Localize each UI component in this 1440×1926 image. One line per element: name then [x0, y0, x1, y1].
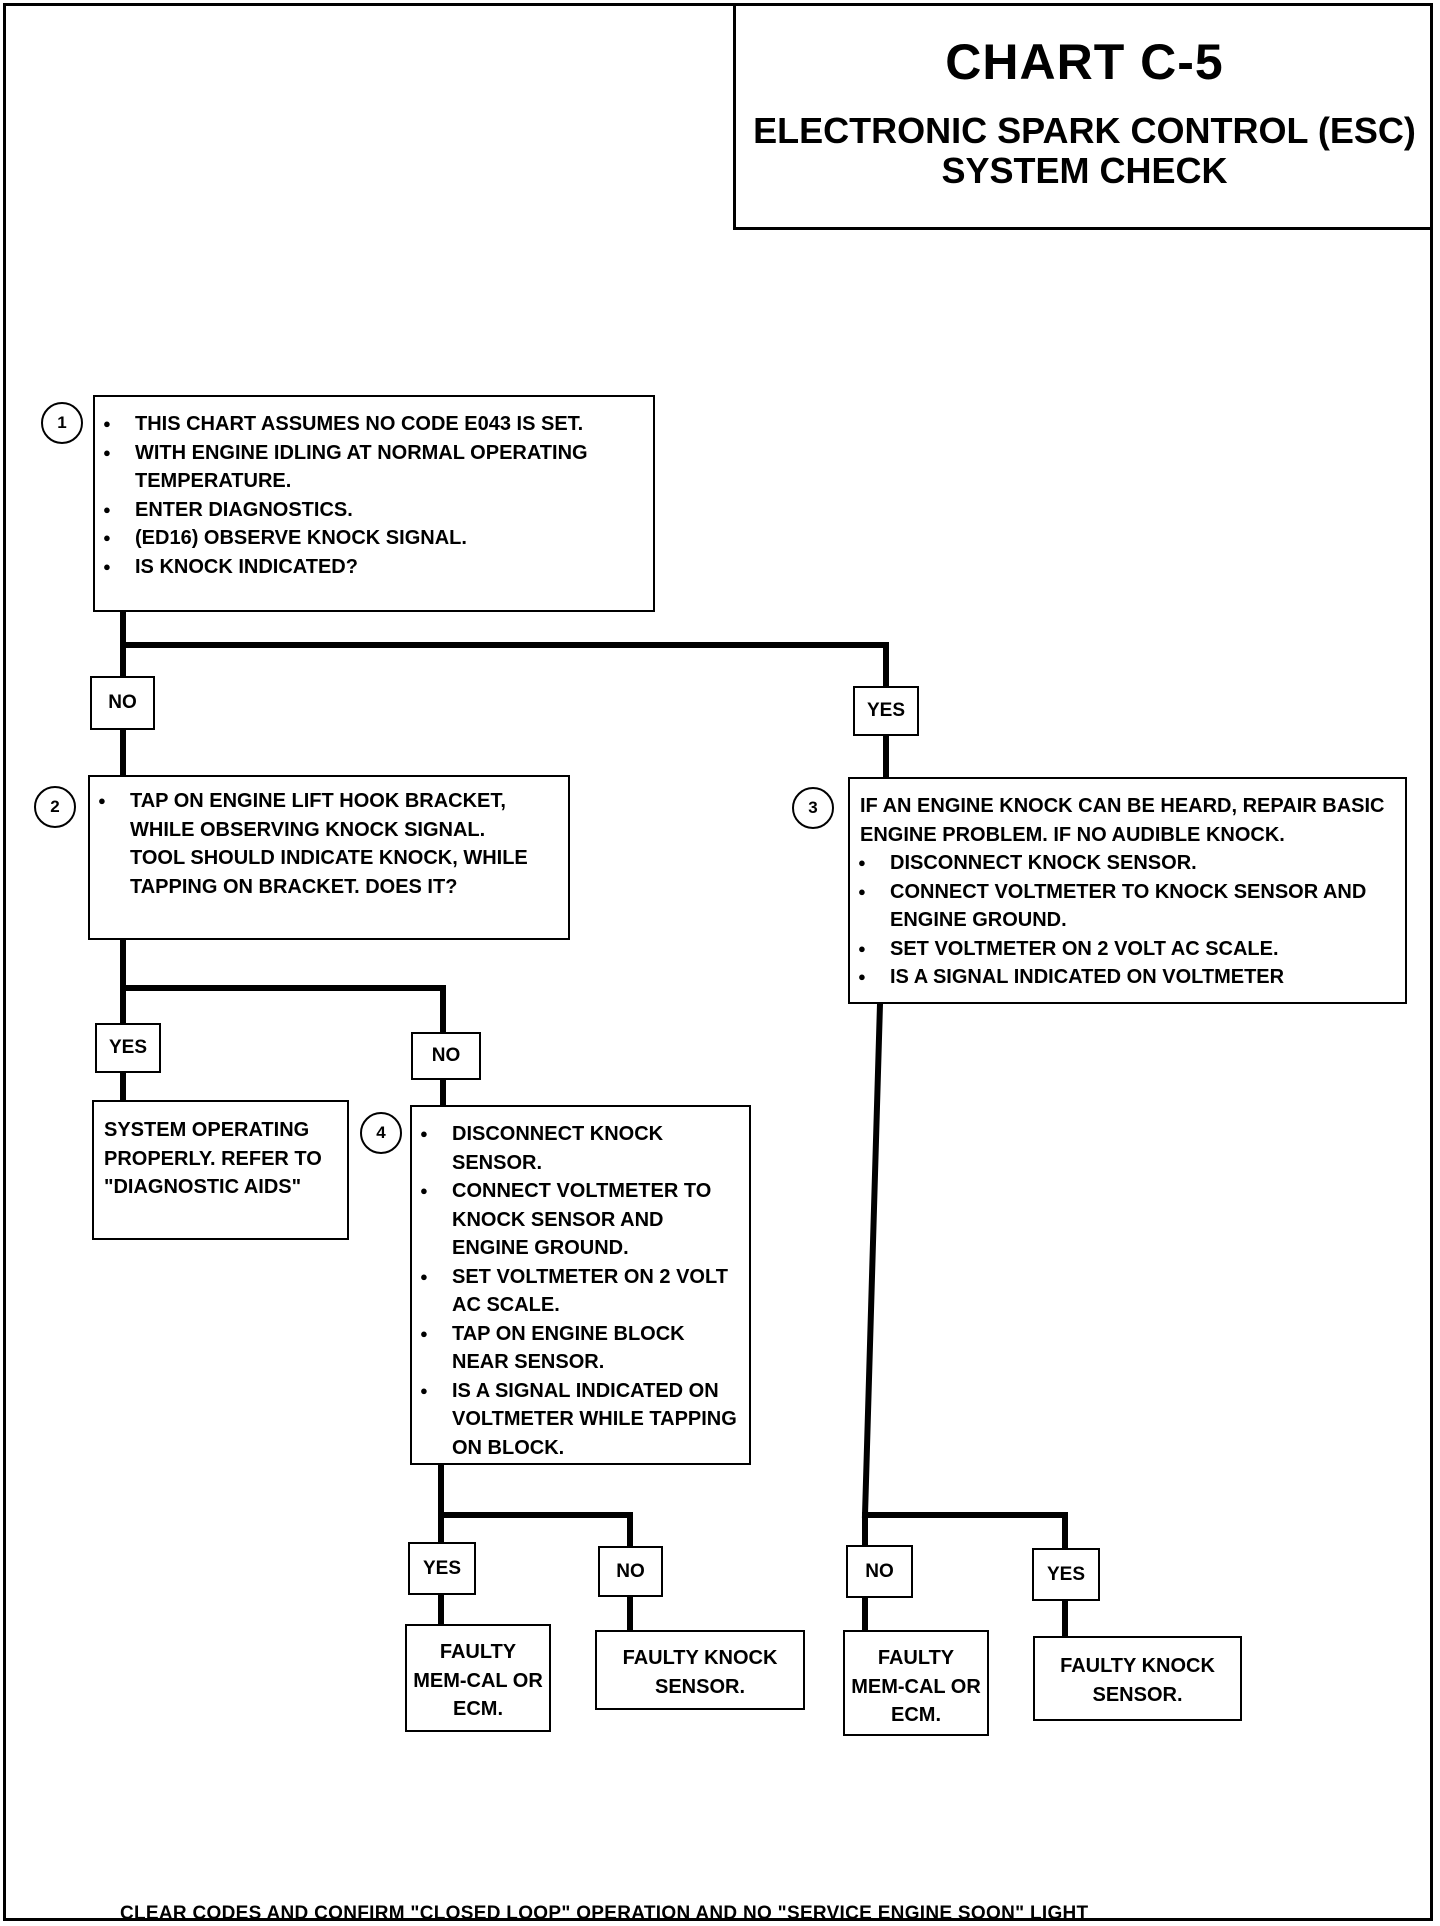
- branch-s3-no: NO: [846, 1545, 913, 1598]
- page-frame: [3, 3, 1433, 1921]
- subtitle-line-1: ELECTRONIC SPARK CONTROL (ESC): [753, 110, 1416, 151]
- branch-s4-yes: YES: [408, 1542, 476, 1595]
- chart-subtitle: ELECTRONIC SPARK CONTROL (ESC) SYSTEM CH…: [736, 111, 1433, 191]
- branch-s4-no: NO: [598, 1546, 663, 1597]
- step-4-box: DISCONNECT KNOCK SENSOR. CONNECT VOLTMET…: [410, 1105, 751, 1465]
- result-s4-yes: FAULTY MEM-CAL OR ECM.: [405, 1624, 551, 1732]
- step-4-item: TAP ON ENGINE BLOCK NEAR SENSOR.: [412, 1320, 739, 1377]
- step-1-list: THIS CHART ASSUMES NO CODE E043 IS SET. …: [95, 410, 643, 581]
- branch-s1-no: NO: [90, 676, 155, 730]
- result-system-ok: SYSTEM OPERATING PROPERLY. REFER TO "DIA…: [92, 1100, 349, 1240]
- step-3-marker: 3: [792, 787, 834, 829]
- connector-s4: [438, 1462, 633, 1549]
- step-1-item: WITH ENGINE IDLING AT NORMAL OPERATING T…: [95, 439, 643, 496]
- step-1-item: ENTER DIAGNOSTICS.: [95, 496, 643, 525]
- step-2-item: TAP ON ENGINE LIFT HOOK BRACKET, WHILE O…: [90, 787, 558, 901]
- branch-s2-yes: YES: [95, 1023, 161, 1073]
- step-3-intro: IF AN ENGINE KNOCK CAN BE HEARD, REPAIR …: [860, 795, 1385, 846]
- step-3-item: CONNECT VOLTMETER TO KNOCK SENSOR AND EN…: [850, 878, 1395, 935]
- footer-note: CLEAR CODES AND CONFIRM "CLOSED LOOP" OP…: [120, 1903, 1089, 1924]
- branch-s1-yes: YES: [853, 686, 919, 736]
- branch-s3-yes: YES: [1032, 1548, 1100, 1601]
- connector-s2: [120, 937, 446, 1045]
- step-1-item: IS KNOCK INDICATED?: [95, 553, 643, 582]
- step-3-box: IF AN ENGINE KNOCK CAN BE HEARD, REPAIR …: [848, 777, 1407, 1004]
- chart-title: CHART C-5: [945, 34, 1224, 90]
- branch-s2-no: NO: [411, 1032, 481, 1080]
- step-1-box: THIS CHART ASSUMES NO CODE E043 IS SET. …: [93, 395, 655, 612]
- step-4-item: SET VOLTMETER ON 2 VOLT AC SCALE.: [412, 1263, 739, 1320]
- step-1-item: THIS CHART ASSUMES NO CODE E043 IS SET.: [95, 410, 643, 439]
- result-s3-yes: FAULTY KNOCK SENSOR.: [1033, 1636, 1242, 1721]
- step-4-list: DISCONNECT KNOCK SENSOR. CONNECT VOLTMET…: [412, 1120, 739, 1462]
- result-s3-no: FAULTY MEM-CAL OR ECM.: [843, 1630, 989, 1736]
- step-1-item: (ED16) OBSERVE KNOCK SIGNAL.: [95, 524, 643, 553]
- step-3-item: SET VOLTMETER ON 2 VOLT AC SCALE.: [850, 935, 1395, 964]
- connector-s1: [120, 609, 889, 689]
- step-3-list: DISCONNECT KNOCK SENSOR. CONNECT VOLTMET…: [850, 849, 1395, 992]
- step-2-box: TAP ON ENGINE LIFT HOOK BRACKET, WHILE O…: [88, 775, 570, 940]
- step-3-item: IS A SIGNAL INDICATED ON VOLTMETER: [850, 963, 1395, 992]
- result-s4-no: FAULTY KNOCK SENSOR.: [595, 1630, 805, 1710]
- step-4-item: IS A SIGNAL INDICATED ON VOLTMETER WHILE…: [412, 1377, 739, 1463]
- subtitle-line-2: SYSTEM CHECK: [941, 150, 1228, 191]
- step-4-marker: 4: [360, 1112, 402, 1154]
- connector-s3: [861, 1000, 1068, 1551]
- step-1-marker: 1: [41, 402, 83, 444]
- step-3-item: DISCONNECT KNOCK SENSOR.: [850, 849, 1395, 878]
- step-2-marker: 2: [34, 786, 76, 828]
- step-4-item: CONNECT VOLTMETER TO KNOCK SENSOR AND EN…: [412, 1177, 739, 1263]
- title-block: CHART C-5 ELECTRONIC SPARK CONTROL (ESC)…: [733, 3, 1433, 230]
- step-2-list: TAP ON ENGINE LIFT HOOK BRACKET, WHILE O…: [90, 787, 558, 901]
- step-4-item: DISCONNECT KNOCK SENSOR.: [412, 1120, 739, 1177]
